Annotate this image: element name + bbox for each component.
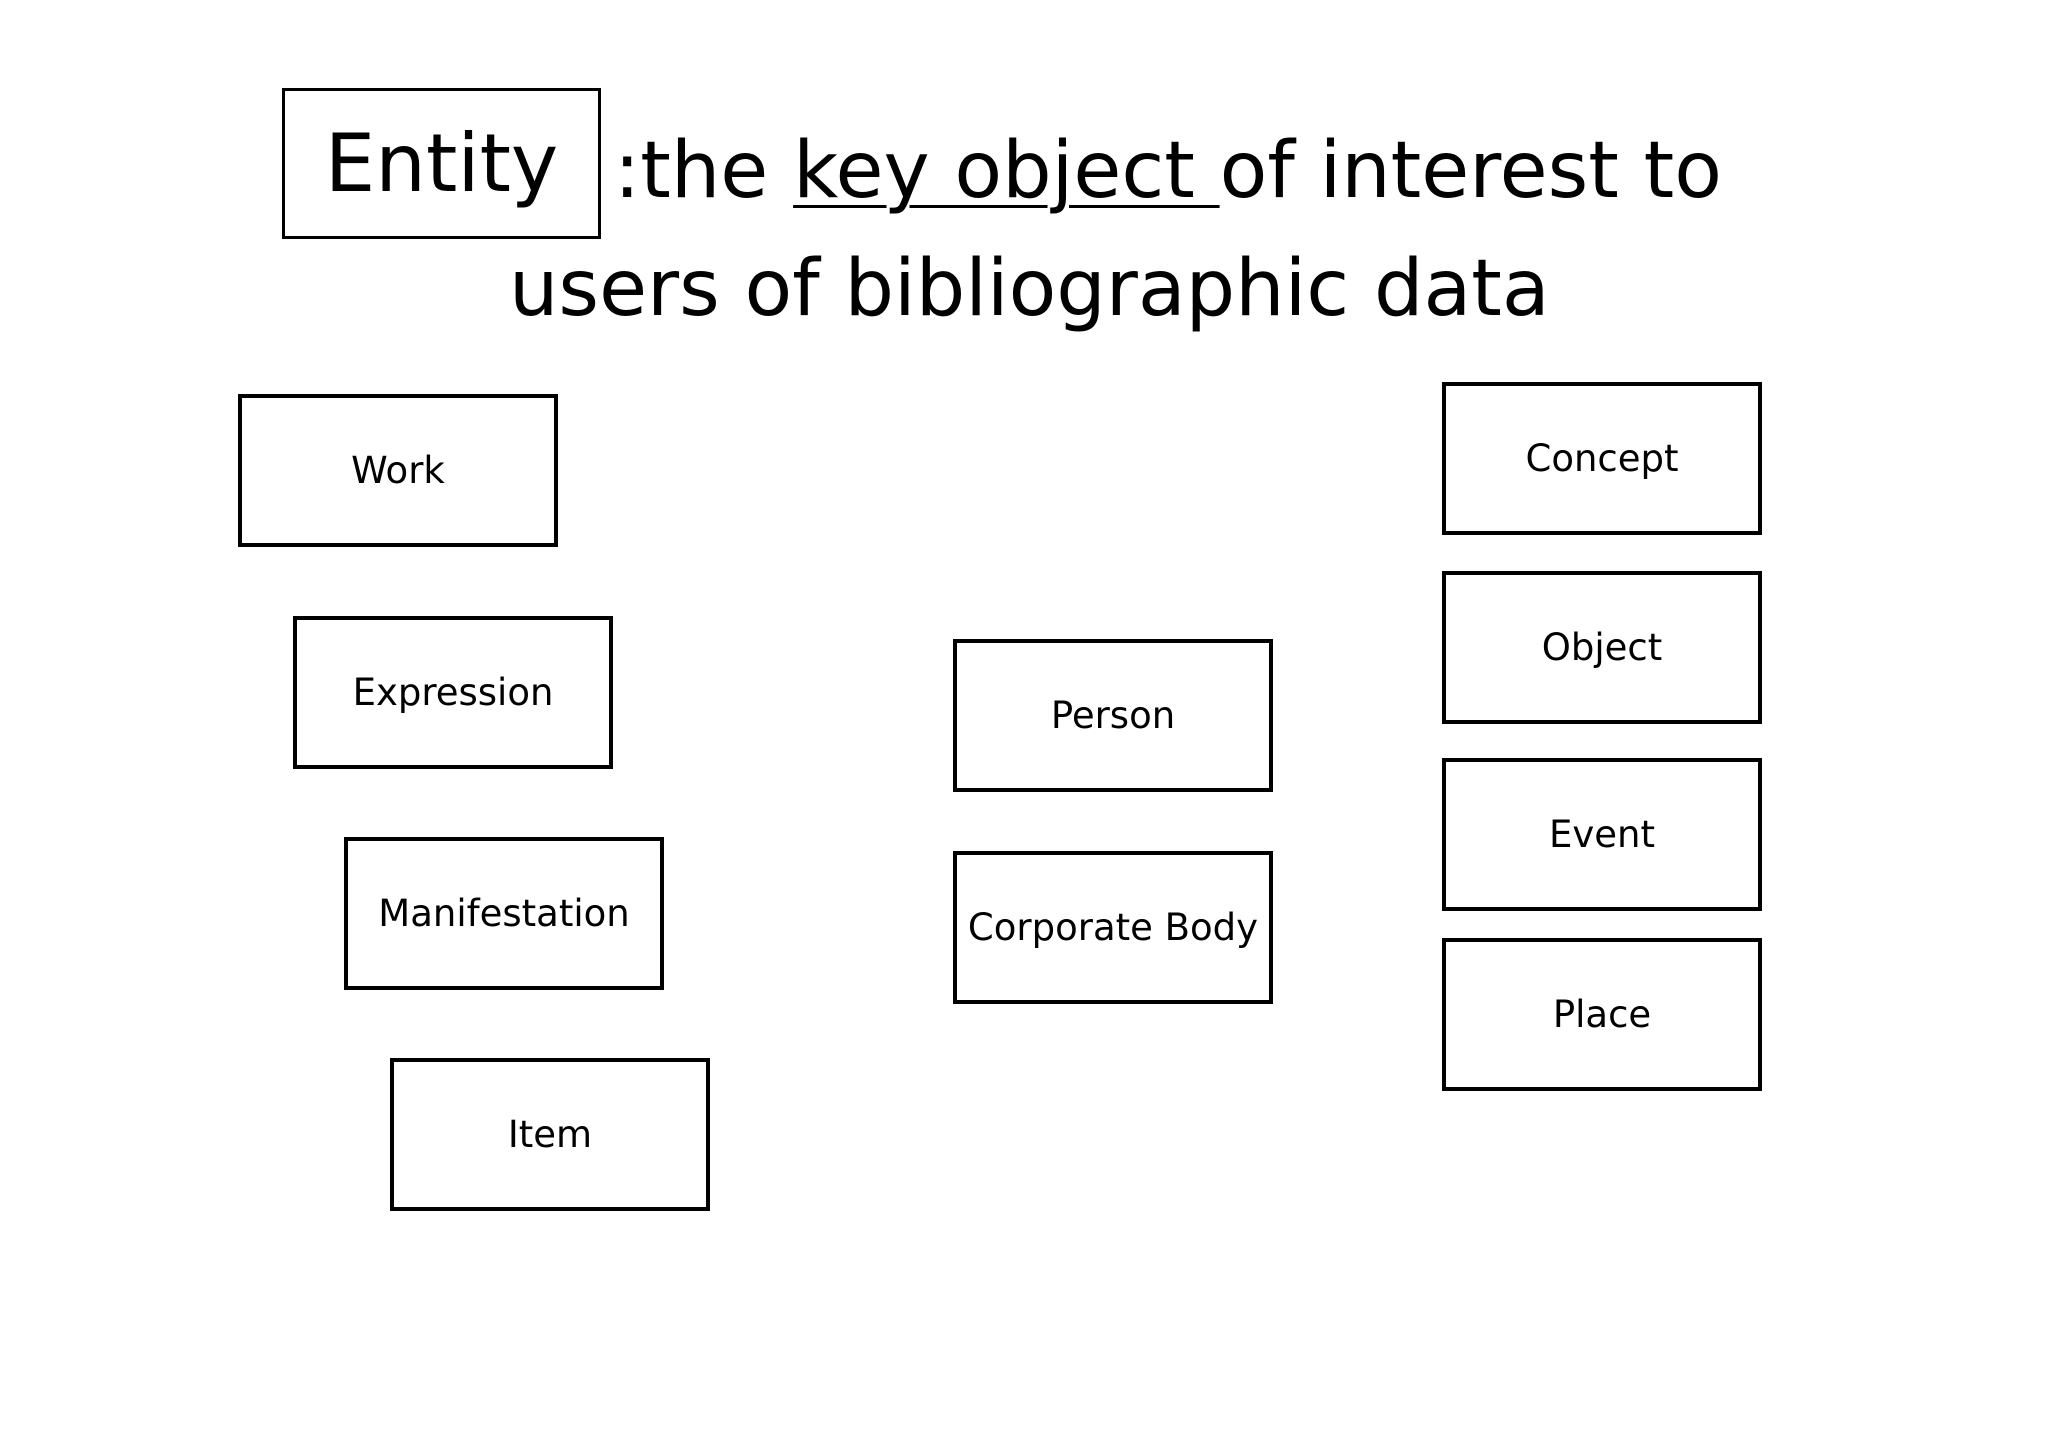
entity-label-work: Work — [351, 449, 445, 492]
title-line-1: :the key object of interest to — [614, 132, 1722, 210]
title-suffix: of interest to — [1219, 126, 1722, 216]
entity-box-item: Item — [390, 1058, 710, 1211]
title-prefix: :the — [614, 126, 794, 216]
entity-box-person: Person — [953, 639, 1273, 792]
entity-box-concept: Concept — [1442, 382, 1762, 535]
entity-box-work: Work — [238, 394, 558, 547]
entity-title-box: Entity — [282, 88, 601, 239]
entity-box-object: Object — [1442, 571, 1762, 724]
entity-label-event: Event — [1549, 813, 1655, 856]
entity-label-person: Person — [1050, 694, 1176, 737]
entity-box-corporate-body: Corporate Body — [953, 851, 1273, 1004]
entity-box-manifestation: Manifestation — [344, 837, 664, 990]
entity-box-event: Event — [1442, 758, 1762, 911]
entity-label-concept: Concept — [1525, 437, 1679, 480]
entity-label-item: Item — [507, 1113, 593, 1156]
title-underlined-phrase: key object — [793, 126, 1220, 216]
entity-label-object: Object — [1541, 626, 1663, 669]
entity-title-word: Entity — [324, 116, 559, 210]
title-line-2: users of bibliographic data — [509, 244, 1550, 334]
entity-box-place: Place — [1442, 938, 1762, 1091]
entity-label-corporate-body: Corporate Body — [967, 906, 1259, 949]
entity-label-manifestation: Manifestation — [378, 892, 630, 935]
entity-label-expression: Expression — [352, 671, 554, 714]
entity-box-expression: Expression — [293, 616, 613, 769]
entity-label-place: Place — [1552, 993, 1652, 1036]
